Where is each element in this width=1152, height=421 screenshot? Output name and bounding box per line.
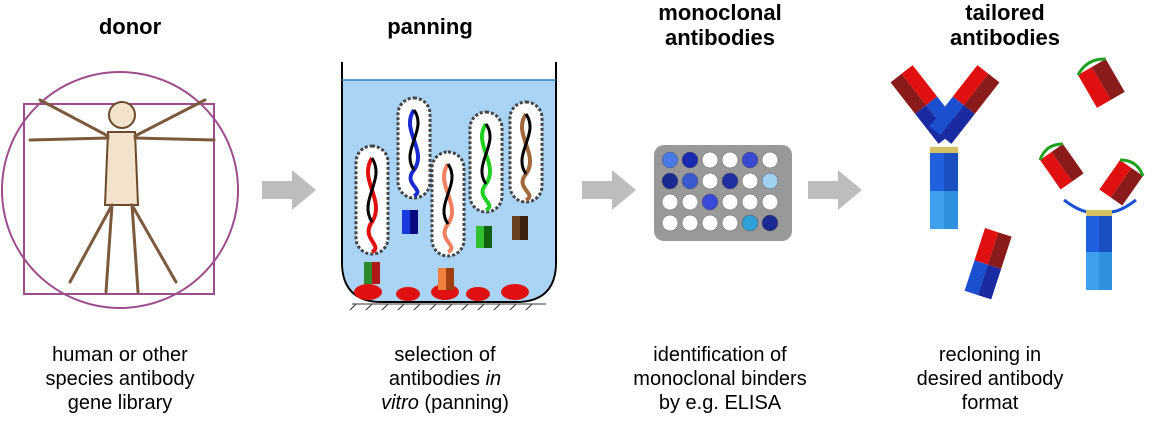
beaker-icon [341, 62, 557, 311]
stage-caption-panning: selection of antibodies in vitro (pannin… [335, 343, 555, 415]
caption-italic: in [485, 368, 502, 390]
antibody-icon [890, 57, 1145, 300]
caption-line: monoclonal binders [633, 368, 807, 390]
stage-heading-panning: panning [387, 14, 473, 39]
caption-italic: vitro [381, 392, 419, 414]
arrow-right-icon [808, 170, 862, 210]
caption-line: by e.g. ELISA [658, 392, 782, 414]
stage-heading-donor: donor [98, 14, 162, 39]
caption-text: antibodies [388, 368, 486, 390]
heading-line: monoclonal [658, 0, 782, 25]
stage-heading-monoclonal: monoclonal antibodies [620, 0, 820, 50]
caption-line: species antibody [45, 368, 195, 390]
vitruvian-man-icon [1, 71, 239, 309]
caption-line: identification of [653, 344, 787, 366]
stage-caption-tailored: recloning in desired antibody format [880, 343, 1100, 415]
caption-text: (panning) [418, 392, 509, 414]
caption-line: desired antibody [916, 368, 1064, 390]
stage-caption-donor: human or other species antibody gene lib… [20, 343, 220, 415]
elisa-plate-icon [654, 145, 792, 241]
caption-line: recloning in [938, 344, 1042, 366]
caption-line: antibodies in [335, 367, 555, 391]
heading-line: antibodies [949, 25, 1060, 50]
stage-heading-tailored: tailored antibodies [905, 0, 1105, 50]
arrow-right-icon [262, 170, 316, 210]
stage-caption-monoclonal: identification of monoclonal binders by … [600, 343, 840, 415]
caption-line: selection of [394, 344, 496, 366]
caption-line: human or other [52, 344, 188, 366]
heading-line: tailored [965, 0, 1045, 25]
caption-line: vitro (panning) [335, 391, 555, 415]
caption-line: format [961, 392, 1019, 414]
arrow-right-icon [582, 170, 636, 210]
heading-line: antibodies [664, 25, 775, 50]
caption-line: gene library [67, 392, 173, 414]
